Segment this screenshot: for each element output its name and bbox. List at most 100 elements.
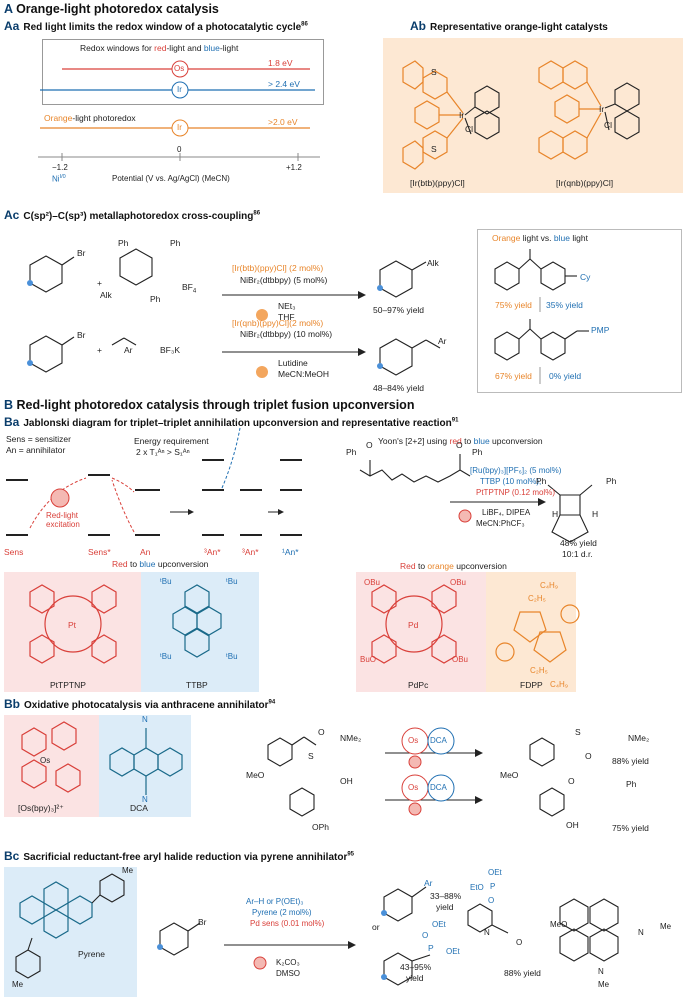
bb-os-1: Os [408,736,419,745]
tbu-1: ᵗBu [160,577,172,586]
yoon-dr: 10:1 d.r. [562,549,593,559]
ab-panel [383,38,683,193]
ir-label-blue: Ir [177,85,182,94]
bb-o-2: O [585,751,592,761]
bb-dca-2: DCA [430,783,447,792]
bb-nme2-2: NMe₂ [628,733,650,743]
final-oet-1: OEt [488,868,502,877]
pdpc-name: PdPc [408,680,429,690]
yoon-o-2: O [456,440,463,450]
final-o: O [516,938,523,947]
yoon-product-ph-1: Ph [536,476,547,486]
ni-label: NiI/0 [52,174,66,184]
ba-structures [29,584,580,664]
obu-4: OBu [452,655,469,664]
dca-n-bottom: N [142,795,148,804]
ph-top-left: Ph [118,238,129,248]
y1-orange: 75% yield [495,300,532,310]
section-a-title: A Orange-light photoredox catalysis [4,2,219,16]
pttptnp-panel [4,572,141,692]
yoon-product-ph-2: Ph [606,476,617,486]
fdpp-name: FDPP [520,680,543,690]
yoon-reaction [359,454,593,543]
y1-blue: 35% yield [546,300,583,310]
r2-bf3k: BF₃K [160,345,180,355]
s-atom-1: S [431,67,437,77]
fluorenone-structures [494,249,589,384]
yoon-cond-5: MeCN:PhCF₃ [476,519,525,528]
os-window-value: 1.8 eV [268,58,293,68]
plus-1: + [97,278,102,288]
bb-y1: 88% yield [612,756,649,766]
os-atom: Os [40,756,51,765]
tbu-2: ᵗBu [226,577,238,586]
tbu-3: ᵗBu [160,652,172,661]
axis-tick-zero: 0 [177,145,182,154]
bb-y2: 75% yield [612,823,649,833]
redox-window-title: Redox windows for red-light and blue-lig… [80,43,239,53]
r2-base: Lutidine [278,358,308,368]
pmp-label: PMP [591,325,610,335]
bc-or: or [372,922,380,932]
c2h5-2: C₂H₅ [530,666,548,675]
bc-cond-1: Ar–H or P(OEt)₃ [246,897,304,906]
pyrene-me-2: Me [12,980,24,989]
pyrene-panel [4,867,137,997]
bb-oh-1: OH [340,776,353,786]
state-an: An [140,547,151,557]
pttptnp-name: PtTPTNP [50,680,86,690]
r1-catalyst: [Ir(btb)(ppy)Cl] (2 mol%) [232,263,324,273]
catalyst-1-name: [Ir(btb)(ppy)Cl] [410,178,465,188]
red-light-excitation: Red-light excitation [46,511,80,529]
jablonski-diagram [6,427,302,536]
yoon-ph-2: Ph [472,447,483,457]
bb-oh-2: OH [566,820,579,830]
bb-meo-2: MeO [500,770,519,780]
bb-structures [21,721,565,817]
final-eto: EtO [470,883,484,892]
r1-nickel: NiBr₂(dtbbpy) (5 mol%) [240,275,328,285]
bc-p: P [428,943,434,953]
yoon-cond-4: LiBF₄, DIPEA [482,508,531,517]
bc-p-o: O [422,931,429,940]
bb-nme2-1: NMe₂ [340,733,362,743]
pyrene-name: Pyrene [78,949,105,959]
yoon-yield: 48% yield [560,538,597,548]
an-def: An = annihilator [6,445,66,455]
orange-photoredox-label: Orange-light photoredox [44,113,136,123]
bc-y-ar: 33–88% [430,891,462,901]
bc-oet-1: OEt [432,920,446,929]
bb-o-3: O [568,776,575,786]
buo-3: BuO [360,655,377,664]
catalyst-2-name: [Ir(qnb)(ppy)Cl] [556,178,614,188]
pdpc-panel [356,572,486,692]
final-n-pyridine: N [484,928,490,937]
dca-panel [99,715,191,817]
final-p-o: O [488,896,495,905]
plus-2: + [97,345,102,355]
r1-base: NEt₃ [278,301,296,311]
cy-label: Cy [580,272,591,282]
pt-center: Pt [68,620,77,630]
dca-name: DCA [130,803,148,813]
yoon-cond-1: [Ru(bpy)₃][PF₆]₂ (5 mol%) [470,466,562,475]
ir-window-value: > 2.4 eV [268,79,300,89]
final-ome: MeO [550,920,568,929]
final-yield: 88% yield [504,968,541,978]
yoon-ph-1: Ph [346,447,357,457]
r2-catalyst: [Ir(qnb)(ppy)Cl](2 mol%) [232,318,324,328]
obu-2: OBu [450,578,467,587]
compare-title: Orange light vs. blue light [492,233,588,243]
bb-o-1: O [318,727,325,737]
yoon-h-2: H [592,509,599,519]
ir-center-1: Ir [459,110,465,120]
bc-br: Br [198,917,207,927]
redox-window-diagram [38,60,320,161]
r2-ar: Ar [124,345,133,355]
ir-center-2: Ir [599,104,605,114]
orange-window-value: >2.0 eV [268,117,298,127]
state-3an-2: ³An* [242,547,259,557]
bc-y-p: 43–95% [400,962,432,972]
